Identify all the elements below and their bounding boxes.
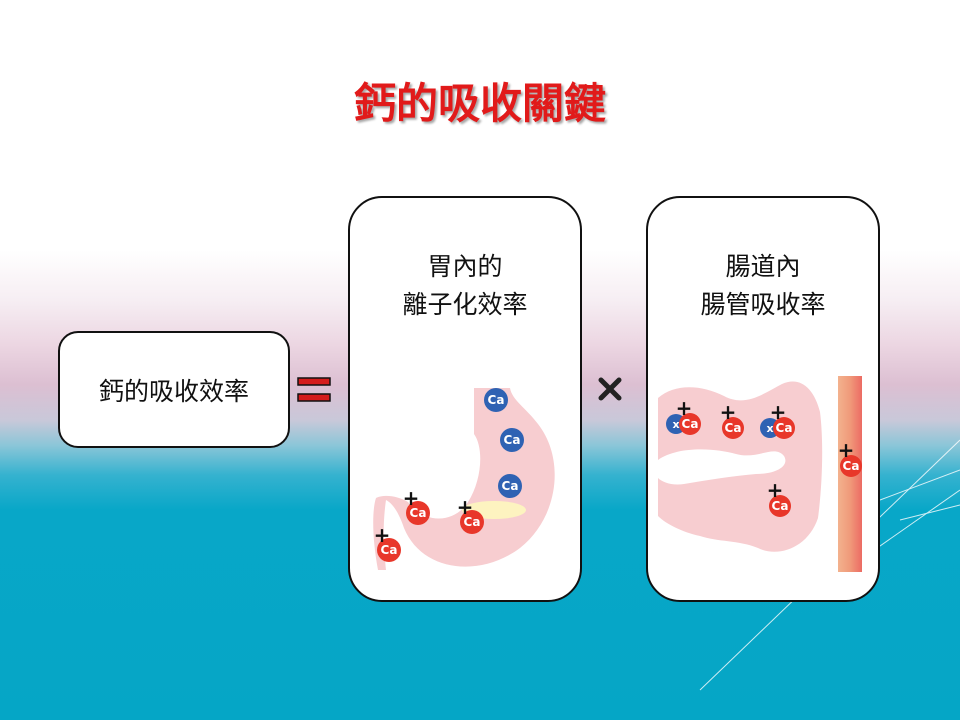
calcium-ion-charged: Ca + xyxy=(374,523,401,562)
calcium-ion-bound: x Ca + xyxy=(760,400,795,439)
svg-text:Ca: Ca xyxy=(502,479,519,493)
calcium-ion-absorbed: Ca + xyxy=(838,438,862,477)
svg-text:Ca: Ca xyxy=(843,459,860,473)
intestine-illustration: x Ca + Ca + x Ca + Ca + Ca + xyxy=(658,376,862,572)
page-title: 鈣的吸收關鍵 xyxy=(353,79,606,128)
svg-text:Ca: Ca xyxy=(410,506,427,520)
stomach-panel-title: 胃內的 離子化效率 xyxy=(350,248,580,324)
svg-text:+: + xyxy=(403,486,420,510)
calcium-ion-bound: x Ca + xyxy=(666,396,701,435)
svg-text:+: + xyxy=(767,478,784,502)
calcium-ion-neutral: Ca xyxy=(484,388,508,412)
svg-text:Ca: Ca xyxy=(504,433,521,447)
calcium-ion-charged: Ca + xyxy=(403,486,430,525)
absorption-efficiency-box: 鈣的吸收效率 xyxy=(58,331,290,448)
svg-text:+: + xyxy=(676,396,693,420)
svg-text:x: x xyxy=(766,422,773,435)
calcium-ion-neutral: Ca xyxy=(498,474,522,498)
intestine-panel-title: 腸道內 腸管吸收率 xyxy=(648,248,878,324)
svg-text:+: + xyxy=(770,400,787,424)
stomach-ionization-panel: Ca Ca Ca Ca + Ca + Ca + 胃內的 離子化效率 xyxy=(348,196,582,602)
stomach-illustration: Ca Ca Ca Ca + Ca + Ca + xyxy=(373,388,555,570)
stomach-title-line1: 胃內的 xyxy=(427,252,503,281)
stomach-title-line2: 離子化效率 xyxy=(402,290,528,319)
svg-text:Ca: Ca xyxy=(381,543,398,557)
calcium-ion-charged: Ca + xyxy=(767,478,791,517)
svg-text:Ca: Ca xyxy=(772,499,789,513)
absorption-efficiency-label: 鈣的吸收效率 xyxy=(98,376,249,406)
svg-text:x: x xyxy=(672,418,679,431)
calcium-ion-charged: Ca + xyxy=(720,400,744,439)
calcium-ion-charged: Ca + xyxy=(457,495,484,534)
svg-text:+: + xyxy=(720,400,737,424)
svg-text:Ca: Ca xyxy=(682,417,699,431)
calcium-ion-neutral: Ca xyxy=(500,428,524,452)
svg-text:Ca: Ca xyxy=(488,393,505,407)
svg-text:Ca: Ca xyxy=(464,515,481,529)
svg-text:+: + xyxy=(838,438,855,462)
svg-text:+: + xyxy=(374,523,391,547)
intestine-title-line2: 腸管吸收率 xyxy=(700,290,826,319)
svg-text:+: + xyxy=(457,495,474,519)
svg-text:Ca: Ca xyxy=(725,421,742,435)
intestine-absorption-panel: x Ca + Ca + x Ca + Ca + Ca + 腸道內 xyxy=(646,196,880,602)
times-operator: × xyxy=(598,377,622,401)
svg-text:Ca: Ca xyxy=(776,421,793,435)
intestine-title-line1: 腸道內 xyxy=(725,252,801,281)
equals-operator: = xyxy=(297,377,331,402)
